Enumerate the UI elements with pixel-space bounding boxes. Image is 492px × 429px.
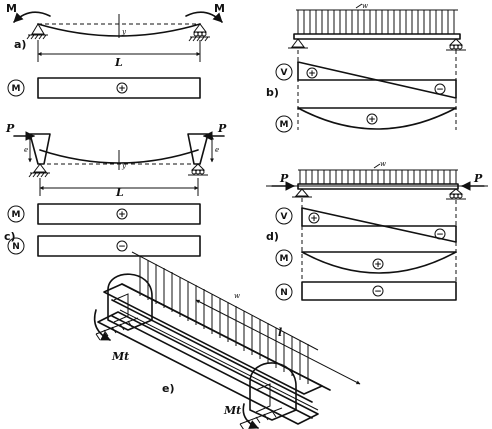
torque-arrow-left — [93, 309, 111, 341]
span-label: L — [114, 56, 123, 69]
roller-support-right — [446, 38, 466, 51]
torque-label-left: Mt — [111, 350, 129, 363]
axial-sign: − — [374, 287, 382, 297]
panel-d: d) w P P — [266, 160, 488, 301]
pin-support-left — [292, 188, 312, 198]
panel-a-label: a) — [14, 38, 26, 51]
bracket-left — [29, 133, 51, 165]
load-label: w — [362, 2, 368, 10]
eccentricity-right: e — [215, 146, 219, 154]
bracket-right — [187, 133, 209, 165]
force-label-right: P — [217, 122, 227, 135]
load-label: w — [234, 292, 240, 300]
torque-arrow-right — [242, 403, 259, 429]
span-dimension — [195, 299, 361, 385]
moment-label-right: M — [214, 2, 225, 15]
panel-c: c) P P e e y L M — [4, 122, 227, 257]
deflection-label: y — [121, 162, 127, 170]
panel-a: a) M M y L M + — [6, 2, 225, 99]
force-label-left: P — [279, 172, 289, 185]
beam — [293, 33, 461, 40]
diagram-M-letter: M — [280, 254, 289, 264]
distributed-load-arrows — [297, 10, 455, 34]
diagram-N-letter: N — [12, 242, 20, 252]
panel-b-label: b) — [266, 86, 279, 99]
moment-diagram-rect — [37, 203, 201, 225]
axial-sign: − — [118, 242, 126, 252]
beam — [297, 183, 459, 190]
moment-diagram-rect — [37, 77, 201, 99]
panel-b: b) w V — [266, 2, 466, 133]
shear-sign-left: + — [310, 214, 318, 224]
diagram-M-badge — [275, 249, 293, 267]
moment-sign: + — [118, 210, 126, 220]
span-label: L — [115, 186, 124, 199]
axial-diagram-rect — [37, 235, 201, 257]
moment-sign: + — [368, 115, 376, 125]
diagram-N-letter: N — [280, 288, 288, 298]
shear-sign-right: − — [436, 85, 444, 95]
force-label-left: P — [5, 122, 15, 135]
moment-arrow-left — [13, 11, 51, 23]
panel-e: e) Mt Mt — [93, 251, 361, 429]
force-label-right: P — [473, 172, 483, 185]
shear-line — [301, 207, 457, 243]
distributed-load-arrows — [299, 170, 457, 184]
load-top-line — [131, 251, 319, 351]
moment-sign: + — [118, 84, 126, 94]
support-left — [95, 273, 153, 341]
roller-support-right — [188, 23, 210, 42]
moment-parabola — [297, 107, 457, 130]
pin-support-left — [26, 23, 48, 40]
panel-d-label: d) — [266, 230, 279, 243]
shear-sign-right: − — [436, 230, 444, 240]
diagram-V-letter: V — [281, 68, 288, 78]
moment-arrow-right — [185, 11, 223, 23]
torque-label-right: Mt — [223, 404, 241, 417]
moment-label-left: M — [6, 2, 17, 15]
roller-support-right — [188, 163, 208, 176]
diagram-M-badge — [7, 79, 25, 97]
roller-support-right — [446, 188, 466, 200]
moment-sign: + — [374, 260, 382, 270]
panel-c-label: c) — [4, 230, 16, 243]
span-label: l — [278, 326, 282, 339]
diagram-M-letter: M — [12, 84, 21, 94]
pin-support-left — [288, 38, 308, 49]
diagram-V-badge — [275, 63, 293, 81]
load-label: w — [380, 160, 386, 168]
diagram-M-letter: M — [12, 210, 21, 220]
deflection-label: y — [121, 28, 127, 36]
pin-support-left — [28, 163, 50, 178]
diagram-V-badge — [275, 207, 293, 225]
diagram-N-badge — [7, 237, 25, 255]
eccentricity-left: e — [24, 146, 28, 154]
moment-parabola — [301, 251, 457, 274]
diagram-V-letter: V — [281, 212, 288, 222]
diagram-M-badge — [7, 205, 25, 223]
shear-sign-left: + — [308, 69, 316, 79]
diagram-M-badge — [275, 115, 293, 133]
shear-line — [297, 61, 457, 99]
diagram-M-letter: M — [280, 120, 289, 130]
panel-e-label: e) — [162, 382, 175, 395]
axial-diagram-rect — [301, 281, 457, 301]
